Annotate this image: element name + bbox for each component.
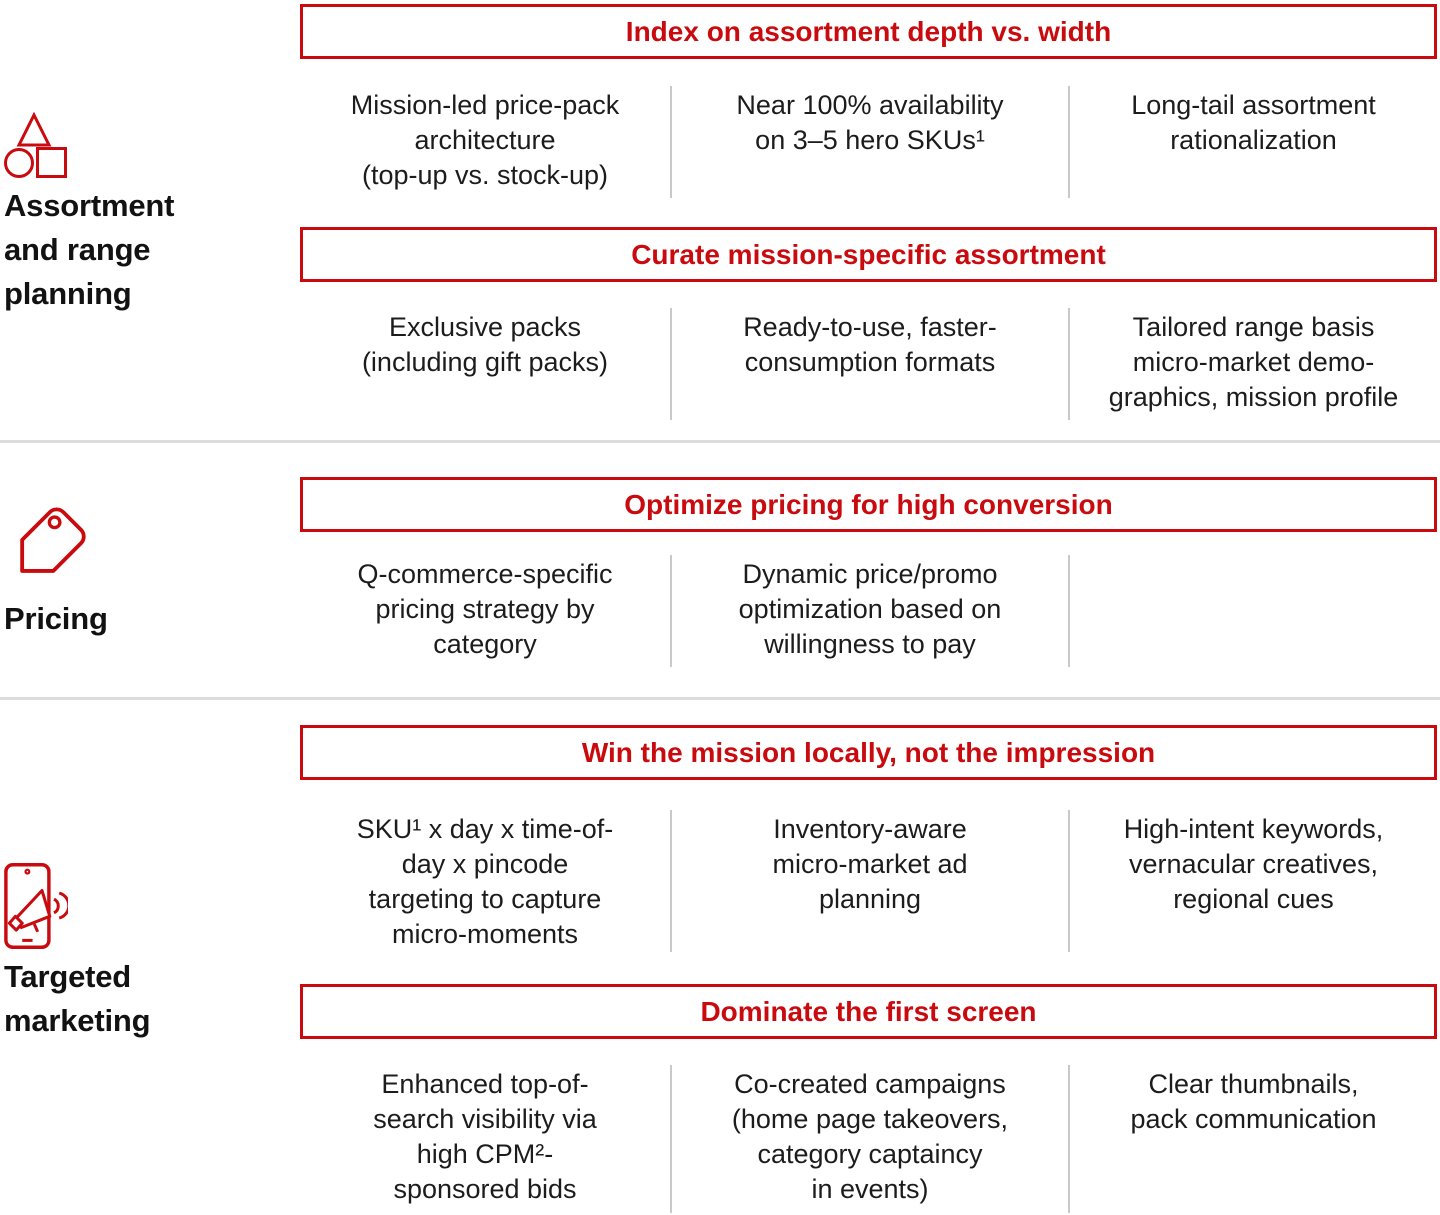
banner-optimize-pricing: Optimize pricing for high conversion [300,477,1437,532]
item-cell: Ready-to-use, faster- consumption format… [670,308,1070,420]
item-cell: Inventory-aware micro-market ad planning [670,810,1070,952]
item-row: Enhanced top-of- search visibility via h… [300,1065,1437,1213]
item-cell: High-intent keywords, vernacular creativ… [1123,814,1384,914]
section-content-marketing: Win the mission locally, not the impress… [300,700,1437,1215]
item-row: Mission-led price-pack architecture (top… [300,86,1437,198]
section-pricing: Pricing Optimize pricing for high conver… [0,440,1440,697]
section-content-assortment: Index on assortment depth vs. width Miss… [300,0,1437,440]
banner-curate-mission-specific: Curate mission-specific assortment [300,227,1437,282]
section-title-assortment: Assortment and range planning [4,188,175,311]
banner-win-the-mission: Win the mission locally, not the impress… [300,725,1437,780]
item-cell: Co-created campaigns (home page takeover… [670,1065,1070,1213]
item-row: SKU¹ x day x time-of- day x pincode targ… [300,810,1437,952]
item-cell: Long-tail assortment rationalization [1131,90,1376,155]
item-row: Exclusive packs (including gift packs) R… [300,308,1437,420]
item-cell: Exclusive packs (including gift packs) [361,312,609,377]
section-rail-assortment: Assortment and range planning [0,0,300,440]
item-cell: Q-commerce-specific pricing strategy by … [357,559,613,659]
banner-label: Win the mission locally, not the impress… [581,736,1156,768]
banner-index-depth-vs-width: Index on assortment depth vs. width [300,4,1437,59]
banner-label: Curate mission-specific assortment [631,238,1106,270]
section-content-pricing: Optimize pricing for high conversion Q-c… [300,443,1437,697]
item-cell: Near 100% availability on 3–5 hero SKUs¹ [670,86,1070,198]
section-title-marketing: Targeted marketing [4,959,151,1038]
section-rail-marketing: Targeted marketing [0,700,300,1215]
banner-label: Optimize pricing for high conversion [624,488,1113,520]
item-row: Q-commerce-specific pricing strategy by … [300,555,1437,667]
item-cell: Enhanced top-of- search visibility via h… [373,1069,597,1204]
banner-dominate-first-screen: Dominate the first screen [300,984,1437,1039]
price-tag-icon [20,507,86,573]
banner-label: Index on assortment depth vs. width [625,15,1112,47]
item-cell: Mission-led price-pack architecture (top… [350,90,620,190]
phone-megaphone-icon [4,863,68,949]
section-marketing: Targeted marketing Win the mission local… [0,697,1440,1215]
item-cell: Dynamic price/promo optimization based o… [670,555,1070,667]
section-assortment: Assortment and range planning Index on a… [0,0,1440,440]
section-rail-pricing: Pricing [0,443,300,697]
item-cell: SKU¹ x day x time-of- day x pincode targ… [356,814,614,949]
item-cell-empty [1070,555,1437,667]
section-title-pricing: Pricing [4,601,108,636]
item-cell: Clear thumbnails, pack communication [1130,1069,1377,1134]
shapes-icon [4,112,67,178]
item-cell: Tailored range basis micro-market demo- … [1108,312,1399,412]
banner-label: Dominate the first screen [700,995,1037,1027]
